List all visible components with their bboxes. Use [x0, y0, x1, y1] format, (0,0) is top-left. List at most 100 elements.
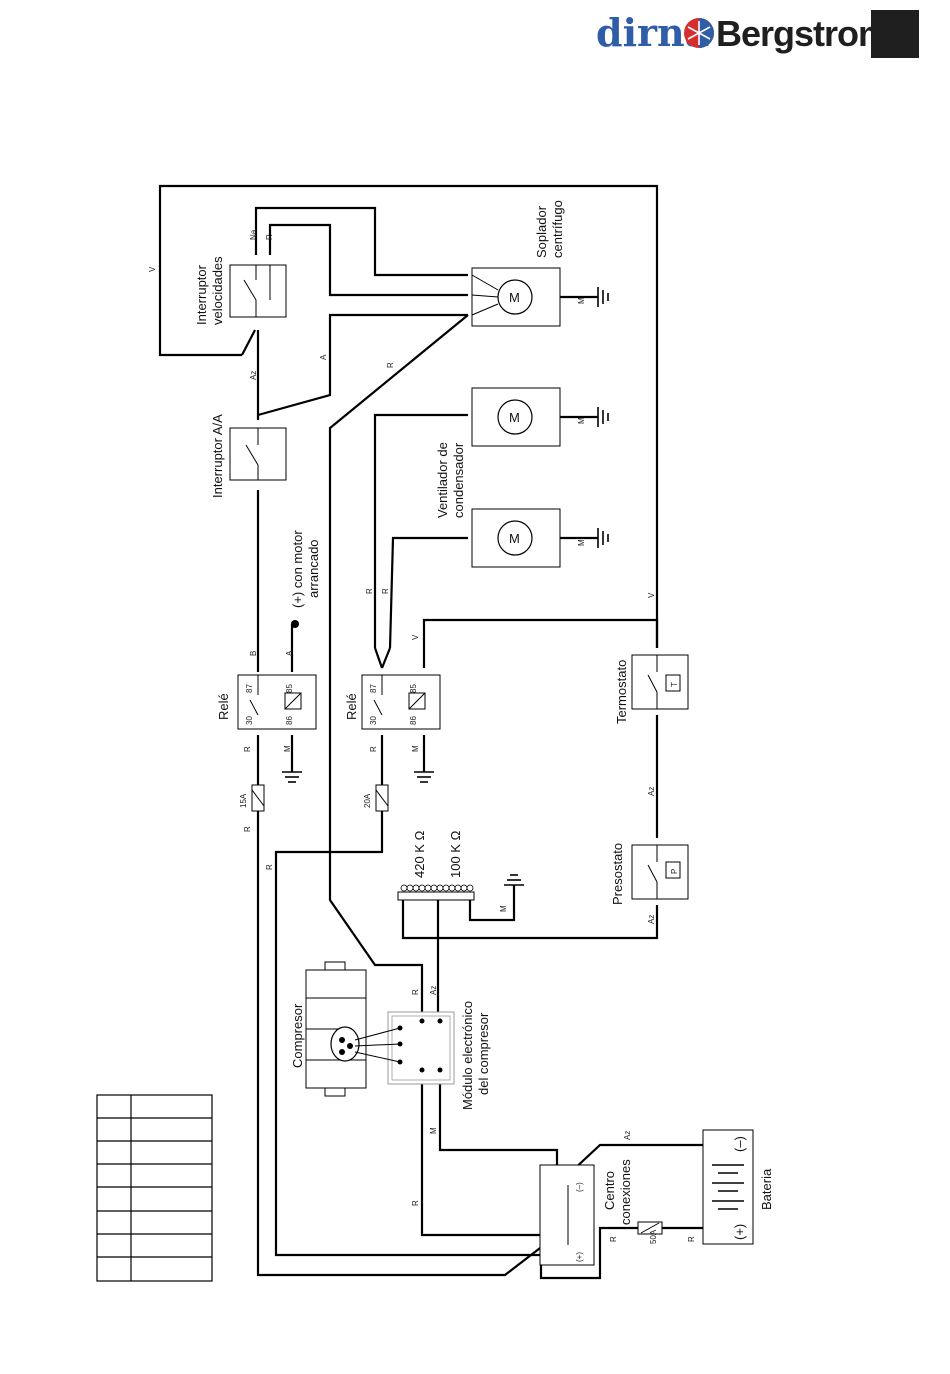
- wire-code: M: [283, 745, 292, 752]
- wire-code: M: [577, 297, 586, 304]
- ground-icon: [282, 771, 302, 783]
- label-velocidades-1: Interruptor: [194, 264, 209, 325]
- fuse-50a: 50A: [637, 1221, 663, 1244]
- relay2-pin-30: 30: [369, 716, 378, 725]
- wire-code: V: [411, 634, 420, 640]
- label-rele-2: Relé: [344, 693, 359, 720]
- battery-minus: (–): [732, 1136, 747, 1152]
- condenser-fan-2: M: [471, 508, 609, 568]
- ground-icon: [504, 874, 524, 886]
- brand-logo: dirna Bergstrom: [596, 10, 890, 55]
- label-ventilador-1: Ventilador de: [435, 442, 450, 518]
- wire-code: M: [411, 745, 420, 752]
- label-modulo-1: Módulo electrónico: [460, 1001, 475, 1110]
- ground-icon: [597, 528, 609, 548]
- wire-code: A: [285, 650, 294, 656]
- fuse-15a-label: 15A: [239, 793, 248, 808]
- relay1-pin-30: 30: [245, 716, 254, 725]
- wire-code: Az: [647, 787, 656, 796]
- label-motor-arrancado-1: (+) con motor: [290, 530, 305, 608]
- wires: [158, 184, 717, 1280]
- battery-plus: (+): [732, 1224, 747, 1240]
- centro-conexiones: (–) (+): [539, 1164, 595, 1266]
- wire-code: R: [243, 826, 252, 832]
- motor-symbol: M: [509, 410, 520, 425]
- wire-code: M: [499, 905, 508, 912]
- relay-1: 87 85 30 86: [237, 674, 317, 730]
- label-soplador-2: centrífugo: [550, 200, 565, 258]
- motor-symbol: M: [509, 290, 520, 305]
- soplador-motor: M: [471, 267, 609, 327]
- label-interruptor-aa: Interruptor A/A: [210, 414, 225, 498]
- label-100k: 100 K Ω: [448, 830, 463, 878]
- wire-code: R: [411, 989, 420, 995]
- motor-symbol: M: [509, 531, 520, 546]
- wire-code: R: [243, 746, 252, 752]
- wire-code: M: [577, 539, 586, 546]
- wire-code: R: [386, 362, 395, 368]
- relay1-pin-86: 86: [285, 716, 294, 725]
- presostato: P: [631, 844, 689, 900]
- label-centro-2: conexiones: [618, 1159, 633, 1225]
- wire-code: Na: [249, 229, 258, 240]
- wire-code: M: [429, 1127, 438, 1134]
- label-soplador-1: Soplador: [534, 205, 549, 258]
- relay2-pin-87: 87: [369, 684, 378, 693]
- compresor: [305, 961, 367, 1097]
- wire-code: Az: [429, 986, 438, 995]
- label-modulo-2: del compresor: [476, 1012, 491, 1095]
- wire-code: Az: [647, 915, 656, 924]
- label-motor-arrancado-2: arrancado: [306, 539, 321, 598]
- relay1-pin-85: 85: [285, 684, 294, 693]
- fuse-50a-label: 50A: [649, 1229, 658, 1244]
- fuse-15a: 15A: [239, 784, 265, 812]
- ground-icon: [597, 407, 609, 427]
- resistor-bank: [397, 884, 475, 901]
- centro-plus: (+): [575, 1252, 584, 1262]
- relay2-pin-85: 85: [409, 684, 418, 693]
- corner-black-tab: [871, 10, 919, 58]
- label-ventilador-2: condensador: [451, 442, 466, 518]
- relay1-pin-87: 87: [245, 684, 254, 693]
- centro-minus: (–): [575, 1182, 584, 1192]
- wire-code: R: [369, 746, 378, 752]
- termostato: T: [631, 654, 689, 710]
- interruptor-velocidades: [229, 264, 287, 318]
- wire-code: Az: [249, 371, 258, 380]
- label-420k: 420 K Ω: [412, 830, 427, 878]
- wire-code: R: [381, 588, 390, 594]
- label-compresor: Compresor: [290, 1003, 305, 1068]
- legend-table: [96, 1094, 213, 1282]
- label-velocidades-2: velocidades: [210, 256, 225, 325]
- condenser-fan-1: M: [471, 387, 609, 447]
- wire-code: V: [148, 266, 157, 272]
- wire-codes: V Na R Az A R M M M V R R B A V R M R M …: [148, 229, 696, 1242]
- wire-code: R: [411, 1200, 420, 1206]
- wire-code: A: [319, 354, 328, 360]
- wire-code: R: [265, 864, 274, 870]
- wire-code: M: [577, 417, 586, 424]
- snowflake-logo-icon: [684, 18, 714, 48]
- label-bateria: Bateria: [759, 1168, 774, 1210]
- wire-code: B: [249, 651, 258, 656]
- fuse-20a: 20A: [363, 784, 389, 812]
- label-termostato: Termostato: [614, 660, 629, 724]
- bateria: (–) (+): [702, 1129, 754, 1245]
- label-presostato: Presostato: [610, 843, 625, 905]
- relay2-pin-86: 86: [409, 716, 418, 725]
- relay-2: 87 85 30 86: [361, 674, 441, 730]
- ground-icon: [597, 287, 609, 307]
- brand-name-right: Bergstrom: [716, 13, 889, 54]
- modulo-electronico: [354, 1011, 455, 1085]
- wire-code: R: [687, 1236, 696, 1242]
- wire-code: V: [647, 592, 656, 598]
- label-centro-1: Centro: [602, 1171, 617, 1210]
- wire-code: R: [609, 1236, 618, 1242]
- presso-symbol: P: [670, 869, 679, 874]
- wire-code: R: [265, 234, 274, 240]
- wire-code: R: [365, 588, 374, 594]
- interruptor-aa: [229, 427, 287, 481]
- fuse-20a-label: 20A: [363, 793, 372, 808]
- thermo-symbol: T: [670, 682, 679, 687]
